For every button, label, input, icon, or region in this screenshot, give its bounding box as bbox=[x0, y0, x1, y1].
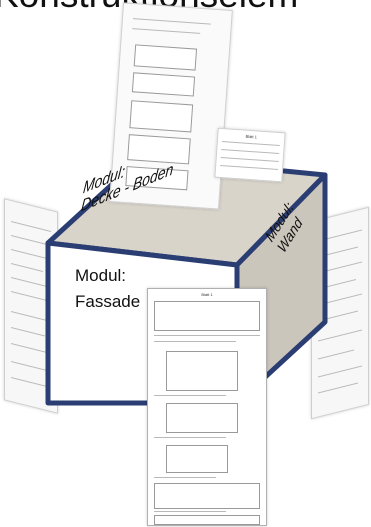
document-card-top-right: Blatt 1 bbox=[214, 127, 286, 183]
front-face-label-line2: Fassade bbox=[75, 292, 141, 311]
document-sheet-front: Blatt 1 bbox=[147, 288, 267, 526]
front-document-title: Blatt 1 bbox=[201, 292, 213, 297]
top-document-title: Blatt 1 bbox=[245, 133, 258, 140]
front-face-label-line1: Modul: bbox=[75, 266, 127, 285]
